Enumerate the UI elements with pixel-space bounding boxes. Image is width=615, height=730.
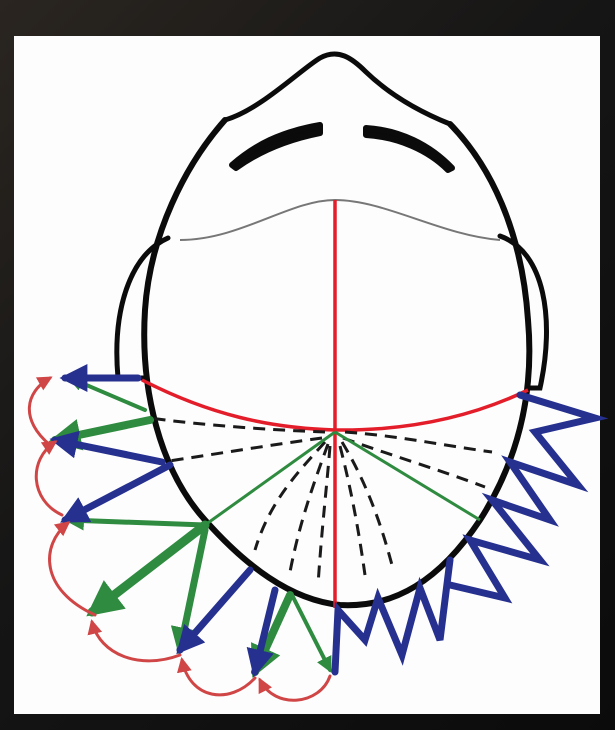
blue-arrow-3 bbox=[65, 465, 170, 520]
red-arrow-3 bbox=[50, 523, 95, 615]
red-arrow-4 bbox=[92, 622, 180, 661]
dashed-line-left-3 bbox=[255, 442, 325, 550]
dashed-line-left-1 bbox=[150, 418, 325, 432]
nose-icon bbox=[225, 54, 450, 124]
right-eyebrow-icon bbox=[366, 128, 452, 170]
dashed-line-right-4 bbox=[340, 446, 365, 575]
left-eyebrow-icon bbox=[232, 125, 320, 168]
red-arrow-1 bbox=[29, 378, 50, 445]
red-arrow-2 bbox=[36, 442, 62, 515]
red-arrow-5 bbox=[182, 660, 255, 695]
green-arrows bbox=[55, 378, 330, 672]
right-ear-icon bbox=[500, 236, 547, 388]
green-arrow-2 bbox=[55, 420, 150, 440]
green-section-lines bbox=[205, 432, 480, 525]
dashed-line-left-4 bbox=[290, 444, 328, 572]
dashed-line-right-1 bbox=[345, 432, 492, 452]
hairline-curve bbox=[180, 200, 500, 240]
red-arrow-6 bbox=[260, 676, 330, 700]
green-arrow-1 bbox=[70, 378, 145, 410]
green-arrow-7 bbox=[292, 595, 330, 670]
green-arrow-3 bbox=[68, 520, 205, 525]
blue-arrow-2 bbox=[55, 440, 162, 462]
